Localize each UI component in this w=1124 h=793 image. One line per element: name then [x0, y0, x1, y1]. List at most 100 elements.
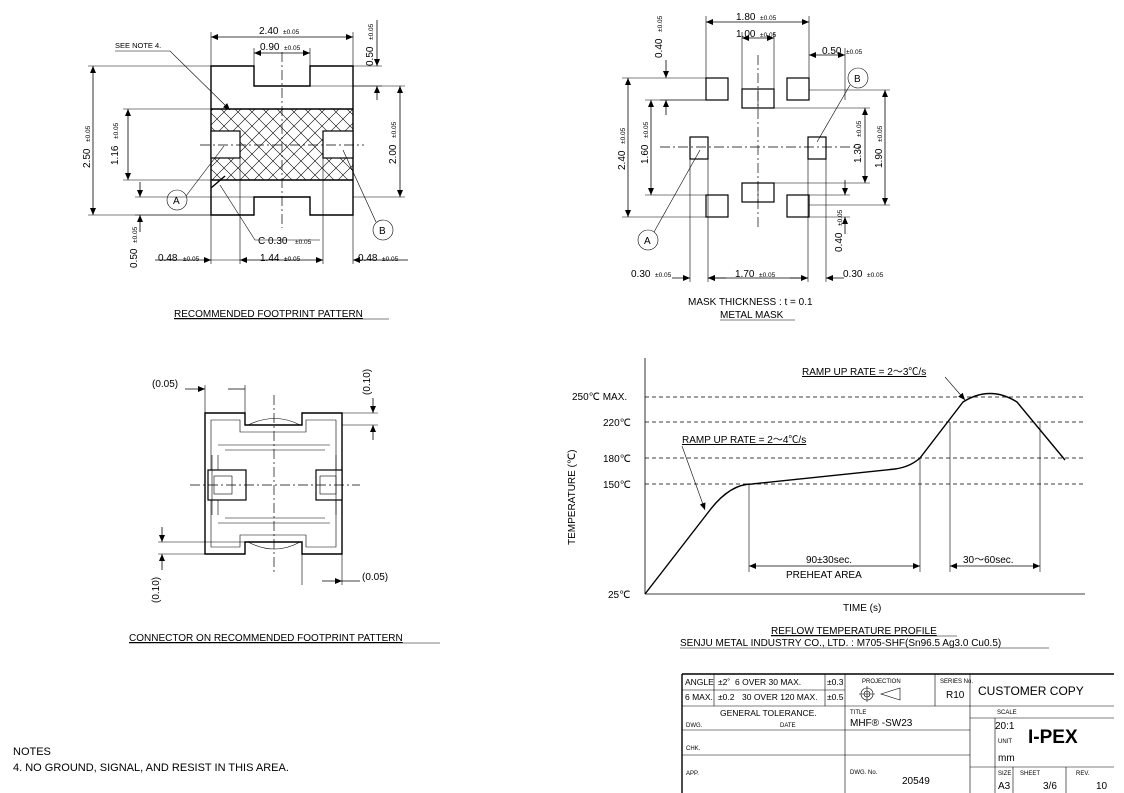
footprint-drawing: 2.40 ±0.05 0.90 ±0.05 0.50 ±0.05 2.50 ±0…	[82, 20, 408, 320]
fp-width-total: 2.40	[259, 26, 279, 37]
series-value: R10	[946, 690, 965, 701]
reflow-xlabel: TIME (s)	[843, 603, 881, 614]
svg-text:SERIES No.: SERIES No.	[940, 679, 973, 685]
ramp-rate-2: RAMP UP RATE = 2～3℃/s	[802, 367, 926, 378]
mask-pad	[786, 194, 810, 218]
svg-text:±0.05: ±0.05	[132, 226, 139, 243]
note-4: 4. NO GROUND, SIGNAL, AND RESIST IN THIS…	[13, 762, 289, 774]
svg-text:SIZE: SIZE	[998, 771, 1011, 777]
fp-right-bottom: 0.48	[358, 253, 378, 264]
svg-text:±0.3: ±0.3	[827, 677, 844, 687]
reflow-subtitle: SENJU METAL INDUSTRY CO., LTD. : M705-SH…	[680, 638, 1001, 649]
mask-top-050: 0.50	[822, 46, 842, 57]
size-value: A3	[998, 781, 1011, 792]
svg-text:±0.05: ±0.05	[620, 127, 627, 144]
mask-balloon-a	[637, 229, 659, 251]
svg-text:SCALE: SCALE	[997, 710, 1017, 716]
fp-see-note: SEE NOTE 4.	[115, 41, 161, 50]
svg-text:±2˚: ±2˚	[718, 677, 730, 687]
svg-text:±0.05: ±0.05	[283, 29, 300, 36]
svg-text:GENERAL TOLERANCE.: GENERAL TOLERANCE.	[720, 708, 817, 718]
notes-heading: NOTES	[13, 746, 51, 758]
svg-text:DWG.: DWG.	[686, 723, 703, 729]
svg-text:±0.2: ±0.2	[718, 692, 735, 702]
mask-top-100: 1.00	[736, 29, 756, 40]
mask-right-040: 0.40	[834, 232, 845, 252]
mask-bottom-030b: 0.30	[843, 269, 863, 280]
tick-150: 150℃	[603, 480, 631, 491]
tick-25: 25℃	[608, 590, 630, 601]
svg-text:±0.05: ±0.05	[655, 272, 672, 279]
svg-text:6 OVER 30 MAX.: 6 OVER 30 MAX.	[735, 677, 801, 687]
svg-text:A: A	[173, 196, 180, 207]
svg-text:±0.05: ±0.05	[183, 256, 200, 263]
svg-text:±0.05: ±0.05	[759, 272, 776, 279]
fp-left-bottom: 0.48	[158, 253, 178, 264]
svg-text:DWG. No.: DWG. No.	[850, 770, 878, 776]
mask-pad-b	[807, 136, 827, 160]
svg-text:TITLE: TITLE	[850, 710, 866, 716]
notes-section: NOTES 4. NO GROUND, SIGNAL, AND RESIST I…	[13, 744, 289, 776]
projection-symbol-icon	[859, 686, 901, 702]
preheat-time: 90±30sec.	[806, 555, 852, 566]
fp-balloon-a	[166, 189, 188, 211]
conn-dim-010-bottom: (0.10)	[151, 577, 162, 603]
svg-text:APP.: APP.	[686, 771, 699, 777]
svg-text:±0.05: ±0.05	[877, 125, 884, 142]
mask-caption: METAL MASK	[720, 310, 784, 321]
tick-180: 180℃	[603, 454, 631, 465]
svg-text:30 OVER 120 MAX.: 30 OVER 120 MAX.	[742, 692, 818, 702]
tick-250: 250℃ MAX.	[572, 392, 627, 403]
fp-bottom-notch: 0.50	[129, 248, 140, 268]
svg-text:±0.05: ±0.05	[284, 256, 301, 263]
rev-value: 10	[1096, 781, 1108, 792]
svg-text:CHK.: CHK.	[686, 746, 701, 752]
mask-top-180: 1.80	[736, 12, 756, 23]
fp-chamfer: C 0.30	[258, 236, 288, 247]
svg-text:PROJECTION: PROJECTION	[862, 679, 901, 685]
fp-notch-width: 0.90	[260, 42, 280, 53]
svg-text:±0.05: ±0.05	[846, 49, 863, 56]
svg-text:±0.05: ±0.05	[368, 23, 375, 40]
svg-text:SHEET: SHEET	[1020, 771, 1040, 777]
dwg-no-value: 20549	[902, 776, 930, 787]
svg-text:±0.05: ±0.05	[856, 120, 863, 137]
customer-copy: CUSTOMER COPY	[978, 684, 1084, 698]
fp-balloon-b	[372, 219, 394, 241]
reflow-curve	[644, 392, 1066, 595]
svg-text:B: B	[379, 226, 386, 237]
svg-text:±0.5: ±0.5	[827, 692, 844, 702]
title-block: ANGLE ±2˚ 6 OVER 30 MAX. ±0.3 6 MAX. ±0.…	[681, 673, 1114, 793]
svg-text:±0.05: ±0.05	[657, 15, 664, 32]
mask-drawing: 1.80 ±0.05 1.00 ±0.05 0.50 ±0.05 0.40 ±0…	[617, 12, 890, 321]
svg-text:±0.05: ±0.05	[284, 45, 301, 52]
unit-value: mm	[998, 753, 1015, 764]
mask-pad	[705, 77, 729, 101]
svg-text:UNIT: UNIT	[998, 739, 1012, 745]
mask-left-160: 1.60	[640, 144, 651, 164]
mask-left-040: 0.40	[654, 38, 665, 58]
ramp-rate-1: RAMP UP RATE = 2～4℃/s	[682, 435, 806, 446]
svg-text:±0.05: ±0.05	[391, 121, 398, 138]
svg-text:±0.05: ±0.05	[85, 125, 92, 142]
mask-bottom-170: 1.70	[735, 269, 755, 280]
mask-left-240: 2.40	[617, 150, 628, 170]
fp-right-height: 2.00	[388, 144, 399, 164]
fp-inner-height: 1.16	[110, 145, 121, 165]
svg-text:REV.: REV.	[1076, 771, 1090, 777]
mask-thickness: MASK THICKNESS : t = 0.1	[688, 297, 813, 308]
sheet-value: 3/6	[1043, 781, 1057, 792]
ipex-logo: I-PEX	[1028, 727, 1078, 748]
conn-dim-005-bottom: (0.05)	[362, 572, 388, 583]
mask-right-130: 1.30	[853, 143, 864, 163]
fp-caption: RECOMMENDED FOOTPRINT PATTERN	[174, 309, 363, 320]
peak-time: 30～60sec.	[963, 555, 1014, 566]
svg-text:±0.05: ±0.05	[295, 239, 312, 246]
mask-bottom-030a: 0.30	[631, 269, 651, 280]
svg-text:6 MAX.: 6 MAX.	[685, 692, 713, 702]
conn-caption: CONNECTOR ON RECOMMENDED FOOTPRINT PATTE…	[129, 633, 403, 644]
svg-text:B: B	[854, 74, 861, 85]
tick-220: 220℃	[603, 418, 631, 429]
svg-text:±0.05: ±0.05	[867, 272, 884, 279]
mask-pad	[786, 77, 810, 101]
